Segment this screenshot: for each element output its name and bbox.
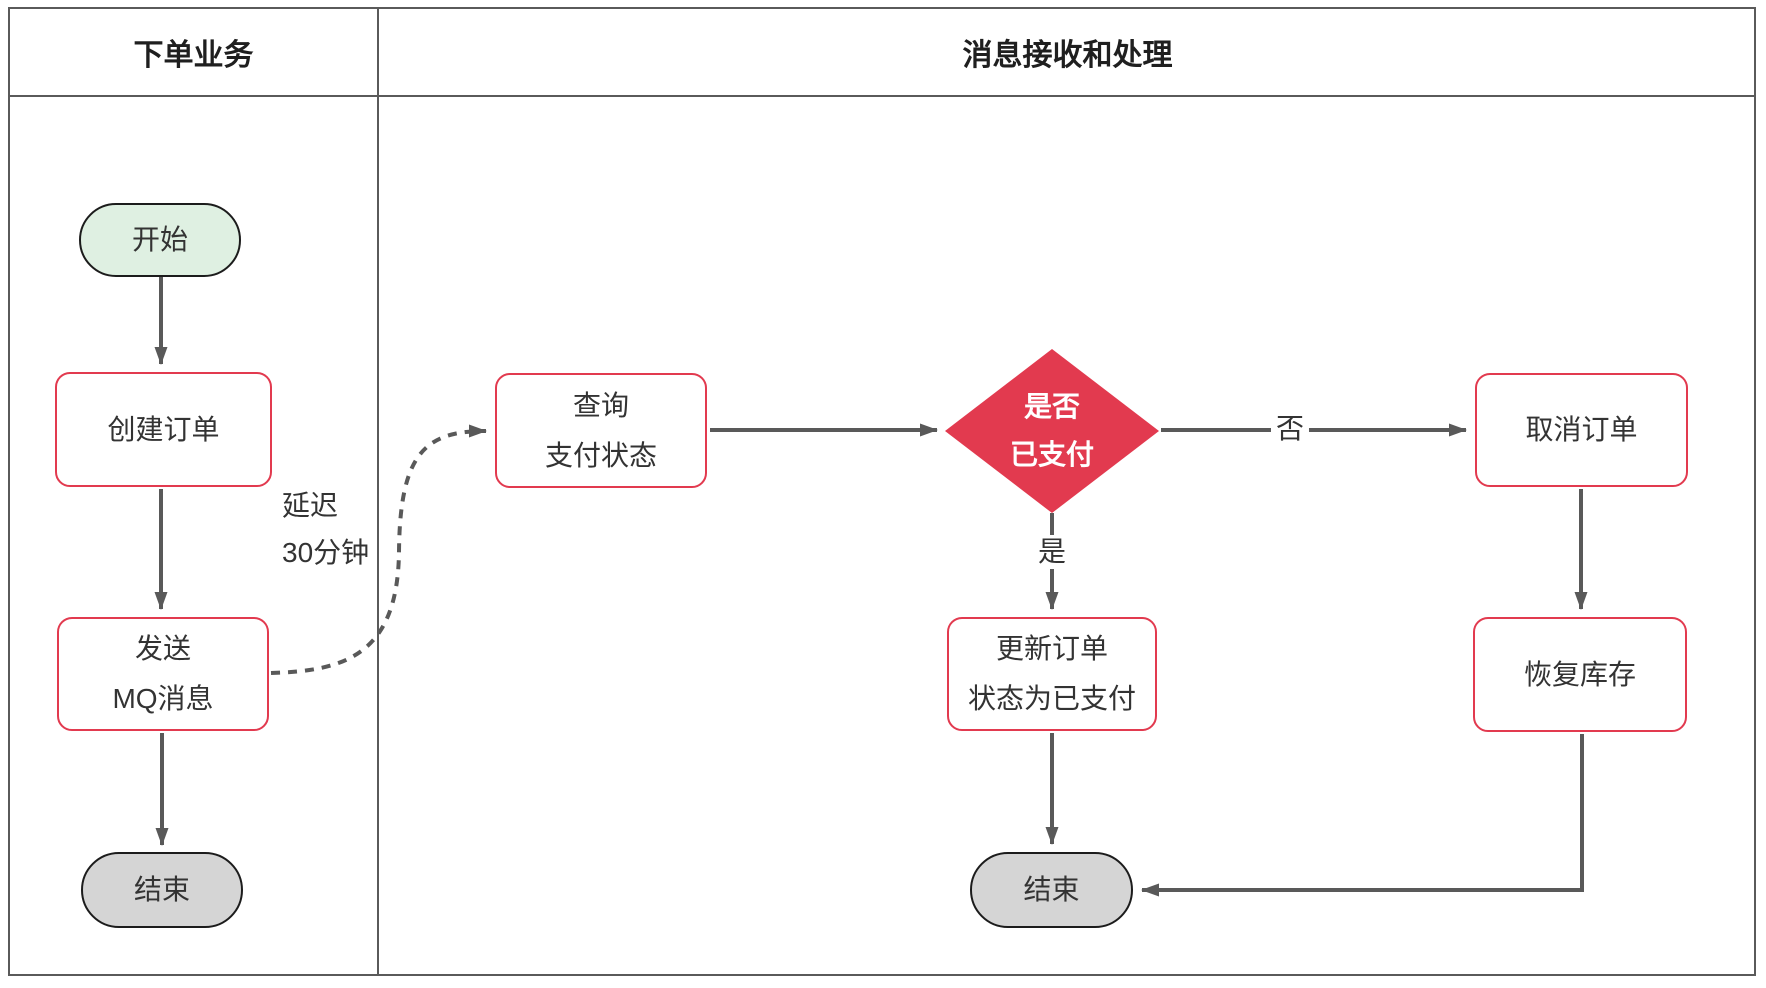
end-node-right: 结束: [970, 852, 1133, 928]
start-node: 开始: [79, 203, 241, 277]
create-order-node: 创建订单: [55, 372, 272, 487]
edge-delay-dashed: [270, 424, 487, 675]
lane-title: 下单业务: [133, 39, 254, 72]
update-order-status-node: 更新订单 状态为已支付: [947, 617, 1157, 731]
yes-edge-label: 是: [1032, 535, 1072, 569]
node-label-line2: 支付状态: [544, 439, 657, 471]
node-label: 结束: [1023, 874, 1080, 905]
node-label-line1: 发送: [134, 633, 191, 664]
send-mq-node: 发送 MQ消息: [57, 617, 269, 731]
node-label: 开始: [131, 224, 188, 255]
node-label-line1: 是否: [1023, 391, 1080, 422]
lane-header-separator: [8, 95, 1756, 97]
node-label-line2: 状态为已支付: [967, 683, 1136, 714]
query-payment-status-node: 查询 支付状态: [495, 373, 707, 488]
node-label-line1: 更新订单: [995, 633, 1108, 664]
edge-restore-to-end: [1141, 734, 1584, 897]
cancel-order-node: 取消订单: [1475, 373, 1688, 487]
delay-label-line2: 30分钟: [282, 537, 370, 568]
node-label: 恢复库存: [1523, 658, 1636, 690]
node-label: 取消订单: [1525, 414, 1638, 445]
node-label: 创建订单: [107, 413, 220, 445]
delay-label-line1: 延迟: [282, 490, 339, 521]
node-label-line2: 已支付: [1009, 439, 1094, 470]
lane-header-order-business: 下单业务: [10, 9, 377, 95]
restore-stock-node: 恢复库存: [1473, 617, 1687, 732]
node-label-line2: MQ消息: [112, 683, 214, 714]
node-label-line1: 查询: [572, 389, 629, 421]
node-label: 结束: [133, 874, 190, 905]
lane-header-message-processing: 消息接收和处理: [379, 9, 1756, 95]
lane-title: 消息接收和处理: [962, 39, 1173, 72]
end-node-left: 结束: [81, 852, 243, 928]
swimlane-frame: [8, 7, 1756, 976]
lane-divider: [377, 7, 379, 976]
no-edge-label: 否: [1270, 412, 1310, 446]
delay-edge-label: 延迟 30分钟: [282, 482, 369, 576]
